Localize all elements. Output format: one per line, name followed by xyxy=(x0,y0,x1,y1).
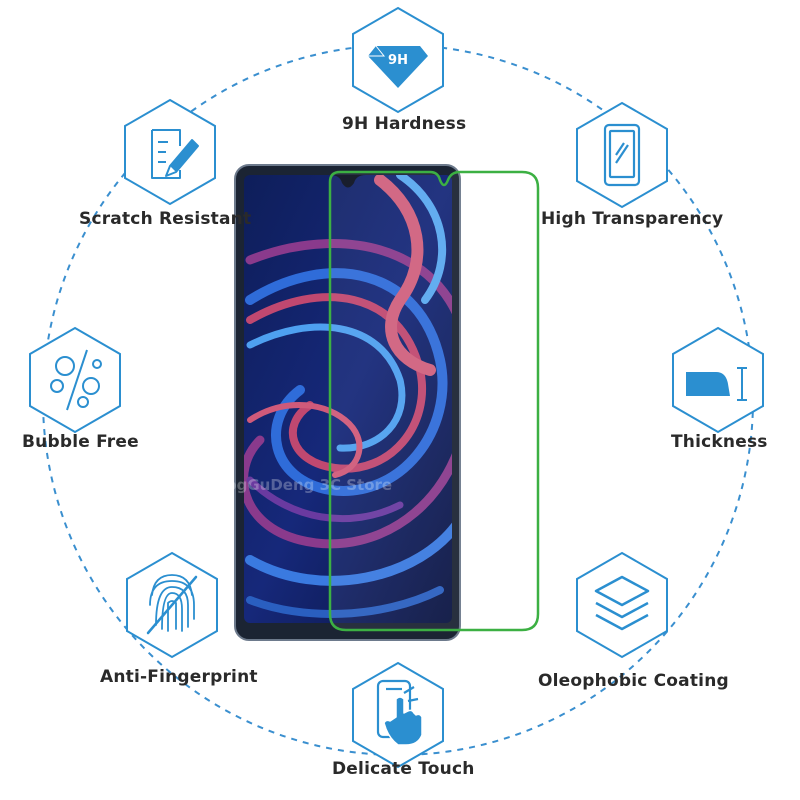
hex-badge-bubble xyxy=(29,326,121,434)
hex-badge-thickness xyxy=(672,326,764,434)
screen-protector-outline xyxy=(328,170,540,632)
label-thickness: Thickness xyxy=(671,432,768,452)
label-oleophobic: Oleophobic Coating xyxy=(538,671,729,691)
diamond-9h-icon: 9H xyxy=(368,45,428,88)
hex-badge-scratch xyxy=(124,98,216,206)
hex-badge-transparency xyxy=(576,101,668,209)
scratch-pen-icon xyxy=(151,129,199,179)
hex-badge-fingerprint xyxy=(126,551,218,659)
hex-badge-hardness: 9H xyxy=(352,6,444,114)
label-scratch: Scratch Resistant xyxy=(79,209,252,229)
thickness-gauge-icon xyxy=(686,367,747,401)
store-watermark: TaogGuDeng 3C Store xyxy=(208,476,392,494)
hex-badge-touch xyxy=(352,661,444,769)
label-bubble: Bubble Free xyxy=(22,432,139,452)
hardness-badge-text: 9H xyxy=(388,53,408,68)
label-transparency: High Transparency xyxy=(541,209,724,229)
hex-badge-oleophobic xyxy=(576,551,668,659)
label-fingerprint: Anti-Fingerprint xyxy=(100,667,258,687)
glass-screen-icon xyxy=(603,123,641,187)
phone-illustration xyxy=(234,164,461,641)
label-hardness: 9H Hardness xyxy=(342,114,467,134)
phone-notch xyxy=(330,175,366,188)
label-touch: Delicate Touch xyxy=(332,759,475,779)
touch-hand-icon xyxy=(376,679,423,746)
fingerprint-icon xyxy=(146,574,198,635)
bubbles-icon xyxy=(50,349,102,411)
layers-icon xyxy=(594,575,650,631)
wallpaper-swirls xyxy=(244,175,452,618)
